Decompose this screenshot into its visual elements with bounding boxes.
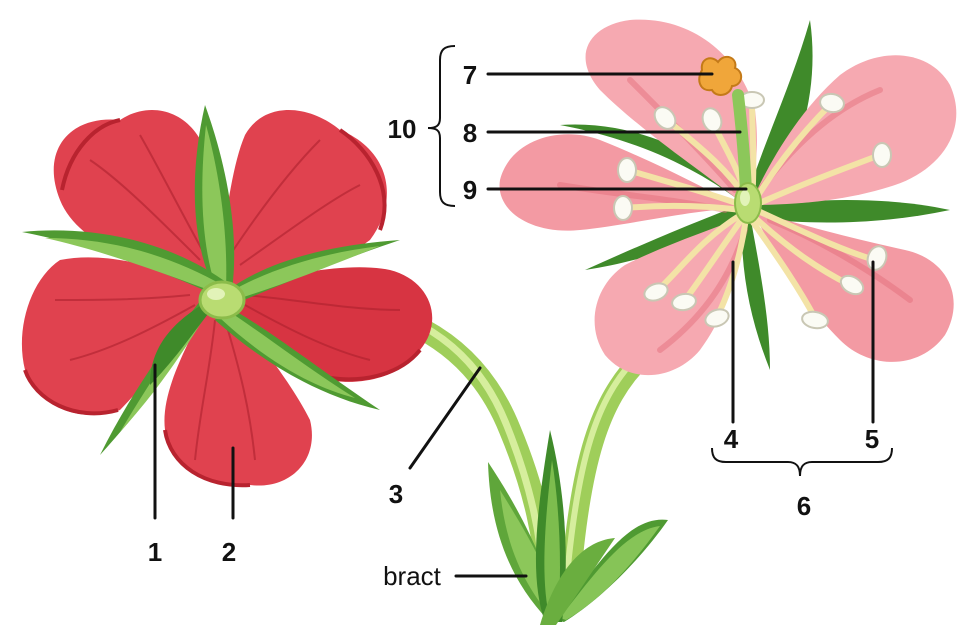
label-9: 9 <box>463 175 477 205</box>
leader-3 <box>410 368 480 468</box>
label-2: 2 <box>222 537 236 567</box>
label-3: 3 <box>389 479 403 509</box>
label-8: 8 <box>463 118 477 148</box>
left-flower <box>22 105 432 486</box>
label-5: 5 <box>865 424 879 454</box>
brace-10 <box>428 46 455 206</box>
label-10: 10 <box>388 114 417 144</box>
receptacle <box>200 282 244 318</box>
label-7: 7 <box>463 60 477 90</box>
label-4: 4 <box>724 424 739 454</box>
label-6: 6 <box>797 491 811 521</box>
label-bract: bract <box>383 561 442 591</box>
label-1: 1 <box>148 537 162 567</box>
